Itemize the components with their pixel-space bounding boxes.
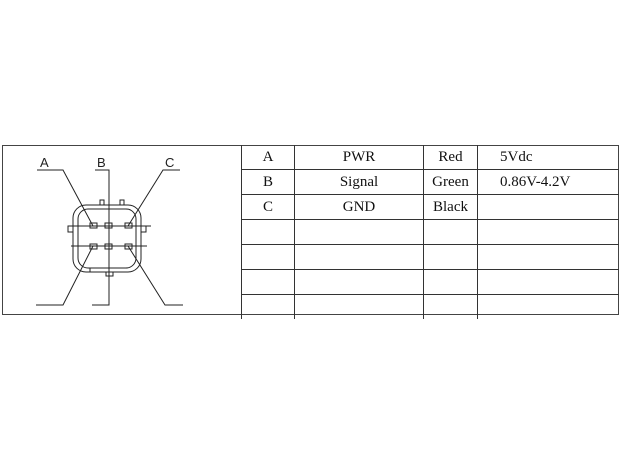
cell-function	[294, 244, 424, 270]
label-b: B	[97, 155, 106, 170]
table-row	[241, 244, 619, 270]
cell-spec	[477, 269, 619, 295]
label-c: C	[165, 155, 174, 170]
cell-wire	[423, 294, 478, 319]
cell-wire: Red	[423, 145, 478, 170]
pin	[89, 243, 98, 250]
cell-function: GND	[294, 194, 424, 220]
cell-function: PWR	[294, 145, 424, 170]
cell-function	[294, 219, 424, 245]
table-row	[241, 219, 619, 245]
top-tab	[119, 199, 125, 206]
side-tab	[140, 225, 147, 233]
cell-wire	[423, 244, 478, 270]
pin	[89, 222, 98, 229]
cell-pin	[241, 244, 295, 270]
cell-spec	[477, 244, 619, 270]
cell-pin	[241, 269, 295, 295]
side-tab	[67, 225, 74, 233]
cell-wire	[423, 219, 478, 245]
pin	[124, 243, 133, 250]
pin	[124, 222, 133, 229]
connector-diagram: A B C	[36, 155, 183, 306]
cell-pin: B	[241, 169, 295, 195]
label-a: A	[40, 155, 49, 170]
cell-spec: 0.86V-4.2V	[477, 169, 619, 195]
cell-spec: 5Vdc	[477, 145, 619, 170]
table-row	[241, 294, 619, 319]
cell-function	[294, 294, 424, 319]
cell-spec	[477, 219, 619, 245]
cell-spec	[477, 294, 619, 319]
cell-wire: Green	[423, 169, 478, 195]
housing-inner	[77, 208, 137, 269]
cell-wire	[423, 269, 478, 295]
table-row	[241, 269, 619, 295]
top-tab	[99, 199, 105, 206]
cell-pin: A	[241, 145, 295, 170]
cell-function	[294, 269, 424, 295]
leader-lines	[36, 169, 183, 306]
housing-outer	[72, 204, 142, 273]
cell-spec	[477, 194, 619, 220]
cell-pin	[241, 294, 295, 319]
cell-pin: C	[241, 194, 295, 220]
cell-pin	[241, 219, 295, 245]
cell-wire: Black	[423, 194, 478, 220]
cell-function: Signal	[294, 169, 424, 195]
